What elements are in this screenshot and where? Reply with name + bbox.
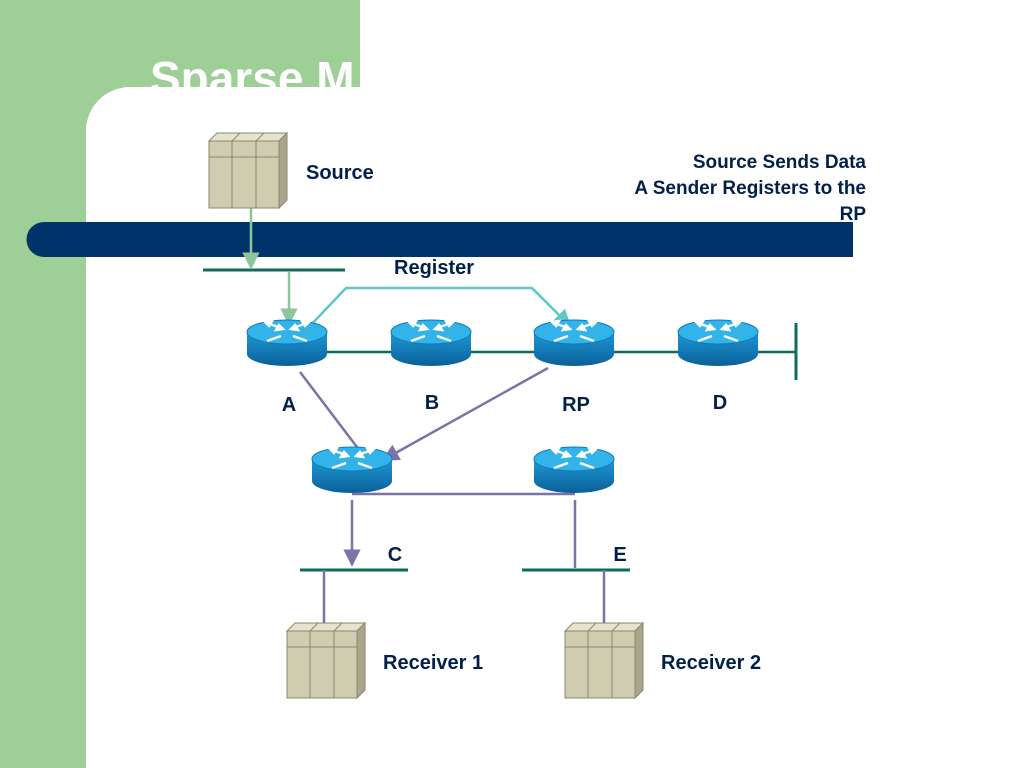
caption-line-2: A Sender Registers to the [634,178,866,199]
caption-line-3: RP [840,204,867,225]
router-rp-label: RP [562,394,590,416]
link-a-c [299,371,364,456]
router-a-label: A [282,394,296,416]
router-d-label: D [713,392,727,414]
caption-line-1: Source Sends Data [693,152,867,173]
title-bar [26,222,854,257]
router-a [245,318,329,368]
receiver2-label: Receiver 2 [661,652,761,674]
router-c [310,445,394,495]
content-panel [86,87,1024,768]
router-e-label: E [613,544,626,566]
router-b [389,318,473,368]
router-b-label: B [425,392,439,414]
router-c-label: C [388,544,402,566]
router-d [676,318,760,368]
receiver1-server-icon [286,622,366,699]
receiver1-label: Receiver 1 [383,652,483,674]
source-server-icon [208,132,288,209]
source-label: Source [306,162,374,184]
arrow-rp-to-c [381,366,549,462]
router-rp [532,318,616,368]
register-label: Register [394,257,474,279]
receiver2-server-icon [564,622,644,699]
register-path [307,286,572,329]
router-e [532,445,616,495]
